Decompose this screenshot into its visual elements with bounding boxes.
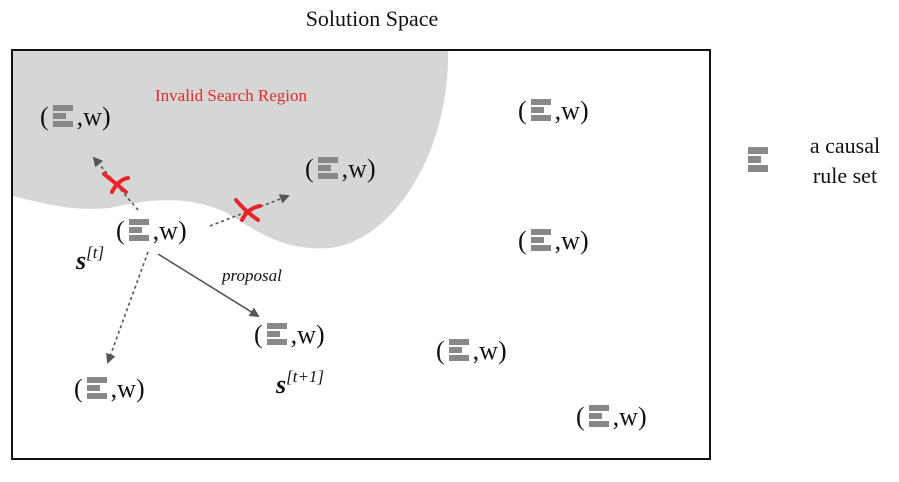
rule-set-icon (266, 323, 287, 345)
rule-set-icon (52, 105, 73, 127)
invalid-region-label: Invalid Search Region (155, 86, 308, 105)
candidate-arrow-down (106, 251, 149, 364)
rejected-mark-2-icon (234, 198, 262, 222)
legend-rule-set-icon (748, 147, 768, 172)
diagram-title: Solution Space (305, 6, 439, 31)
legend-line-2: rule set (812, 163, 878, 188)
state-next-label: s[t+1] (276, 367, 325, 399)
node-next-state: (,w) (254, 320, 325, 349)
rule-set-icon (317, 157, 338, 179)
rejected-arrow-right (209, 194, 290, 227)
proposal-label: proposal (222, 266, 282, 285)
rejected-mark-1-icon (102, 172, 130, 194)
rule-set-icon (530, 99, 551, 121)
rule-set-icon (530, 229, 551, 251)
node-rule-weight: (,w) (436, 336, 507, 365)
rule-set-icon (448, 339, 469, 361)
node-rule-weight: (,w) (576, 402, 647, 431)
solution-space-frame (11, 49, 711, 460)
rule-set-icon (128, 219, 149, 241)
node-rule-weight: (,w) (40, 102, 111, 131)
node-rule-weight: (,w) (74, 374, 145, 403)
rule-set-icon (588, 405, 609, 427)
legend-text: a causal rule set (790, 131, 899, 191)
rule-set-icon (86, 377, 107, 399)
legend-line-1: a causal (809, 133, 881, 158)
node-rule-weight: (,w) (305, 154, 376, 183)
invalid-search-region (12, 50, 449, 249)
node-rule-weight: (,w) (518, 96, 589, 125)
rejected-arrow-up-left (92, 156, 139, 211)
proposal-arrow (157, 253, 260, 318)
node-current-state: (,w) (116, 216, 187, 245)
node-rule-weight: (,w) (518, 226, 589, 255)
state-current-label: s[t] (76, 243, 105, 275)
